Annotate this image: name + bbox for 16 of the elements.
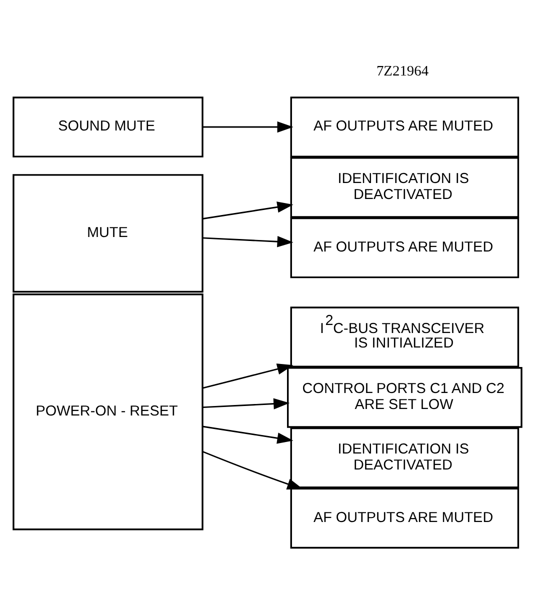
arrow	[202, 121, 294, 133]
arrow	[202, 398, 290, 410]
arrow	[202, 426, 294, 444]
node-box: IDENTIFICATION IS DEACTIVATED	[290, 157, 520, 218]
node-box: AF OUTPUTS ARE MUTED	[290, 217, 520, 278]
node-box: POWER-ON - RESET	[12, 294, 204, 530]
arrow	[202, 236, 294, 248]
node-box: IDENTIFICATION IS DEACTIVATED	[290, 427, 520, 488]
arrow	[202, 202, 294, 220]
node-box: AF OUTPUTS ARE MUTED	[290, 96, 520, 158]
label: 7Z21964	[376, 64, 429, 80]
arrow	[202, 364, 294, 389]
node-box: AF OUTPUTS ARE MUTED	[290, 488, 520, 549]
node-box: CONTROL PORTS C1 AND C2 ARE SET LOW	[287, 367, 522, 428]
node-box: MUTE	[12, 174, 204, 293]
node-box: SOUND MUTE	[12, 96, 204, 158]
